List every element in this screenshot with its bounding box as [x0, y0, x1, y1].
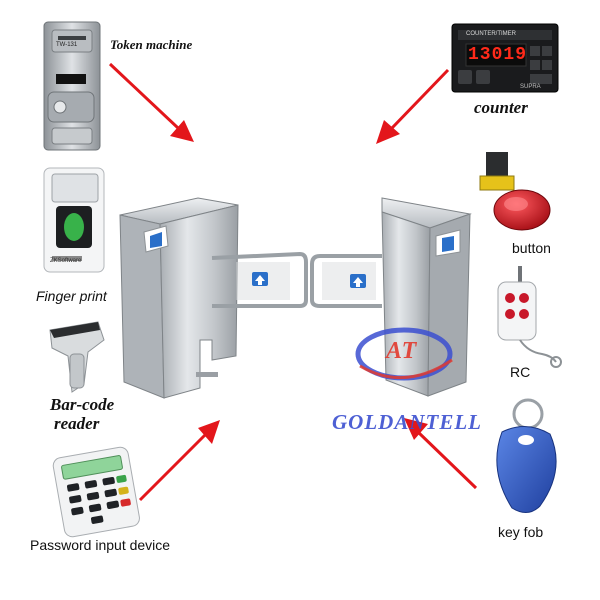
emergency-button-image [479, 152, 551, 231]
barcode-reader-image [49, 321, 105, 393]
barcode-label-line2: reader [54, 414, 100, 433]
turnstile-left-unit [119, 197, 239, 399]
swing-gate-arms [211, 251, 382, 308]
reader-brand-label: ZKSoftware [50, 258, 82, 264]
key-fob-label: key fob [498, 524, 544, 540]
counter-label: counter [474, 98, 528, 117]
counter-digits-display: 13019 [468, 45, 528, 65]
counter-brand-text: SUPRA [520, 84, 541, 90]
watermark-monogram: AT [386, 338, 418, 364]
remote-control-image [497, 266, 562, 368]
arrows [108, 62, 478, 502]
key-fob-image [496, 398, 557, 513]
coin-model-label: TW-131 [56, 42, 78, 48]
finger-print-label: Finger print [36, 288, 107, 304]
barcode-label-line1: Bar-code [50, 395, 115, 414]
rc-label: RC [510, 364, 531, 380]
token-machine-label: Token machine [110, 37, 193, 52]
counter-header-text: COUNTER/TIMER [466, 31, 516, 37]
password-keypad-image [52, 446, 140, 538]
token-machine-image [43, 21, 101, 151]
watermark-logo [355, 327, 453, 381]
counter-timer-image [451, 23, 559, 93]
arrow-counter-to-gate [376, 68, 450, 144]
button-label: button [512, 240, 551, 256]
turnstile-right-unit [381, 197, 472, 397]
arrow-keyfob-to-gate [404, 418, 478, 490]
password-device-label: Password input device [30, 537, 171, 553]
arrow-keypad-to-gate [138, 420, 220, 502]
fingerprint-reader-image [43, 167, 105, 273]
arrow-token-to-gate [108, 62, 194, 142]
watermark-brand-text: GOLDANTELL [332, 410, 482, 434]
